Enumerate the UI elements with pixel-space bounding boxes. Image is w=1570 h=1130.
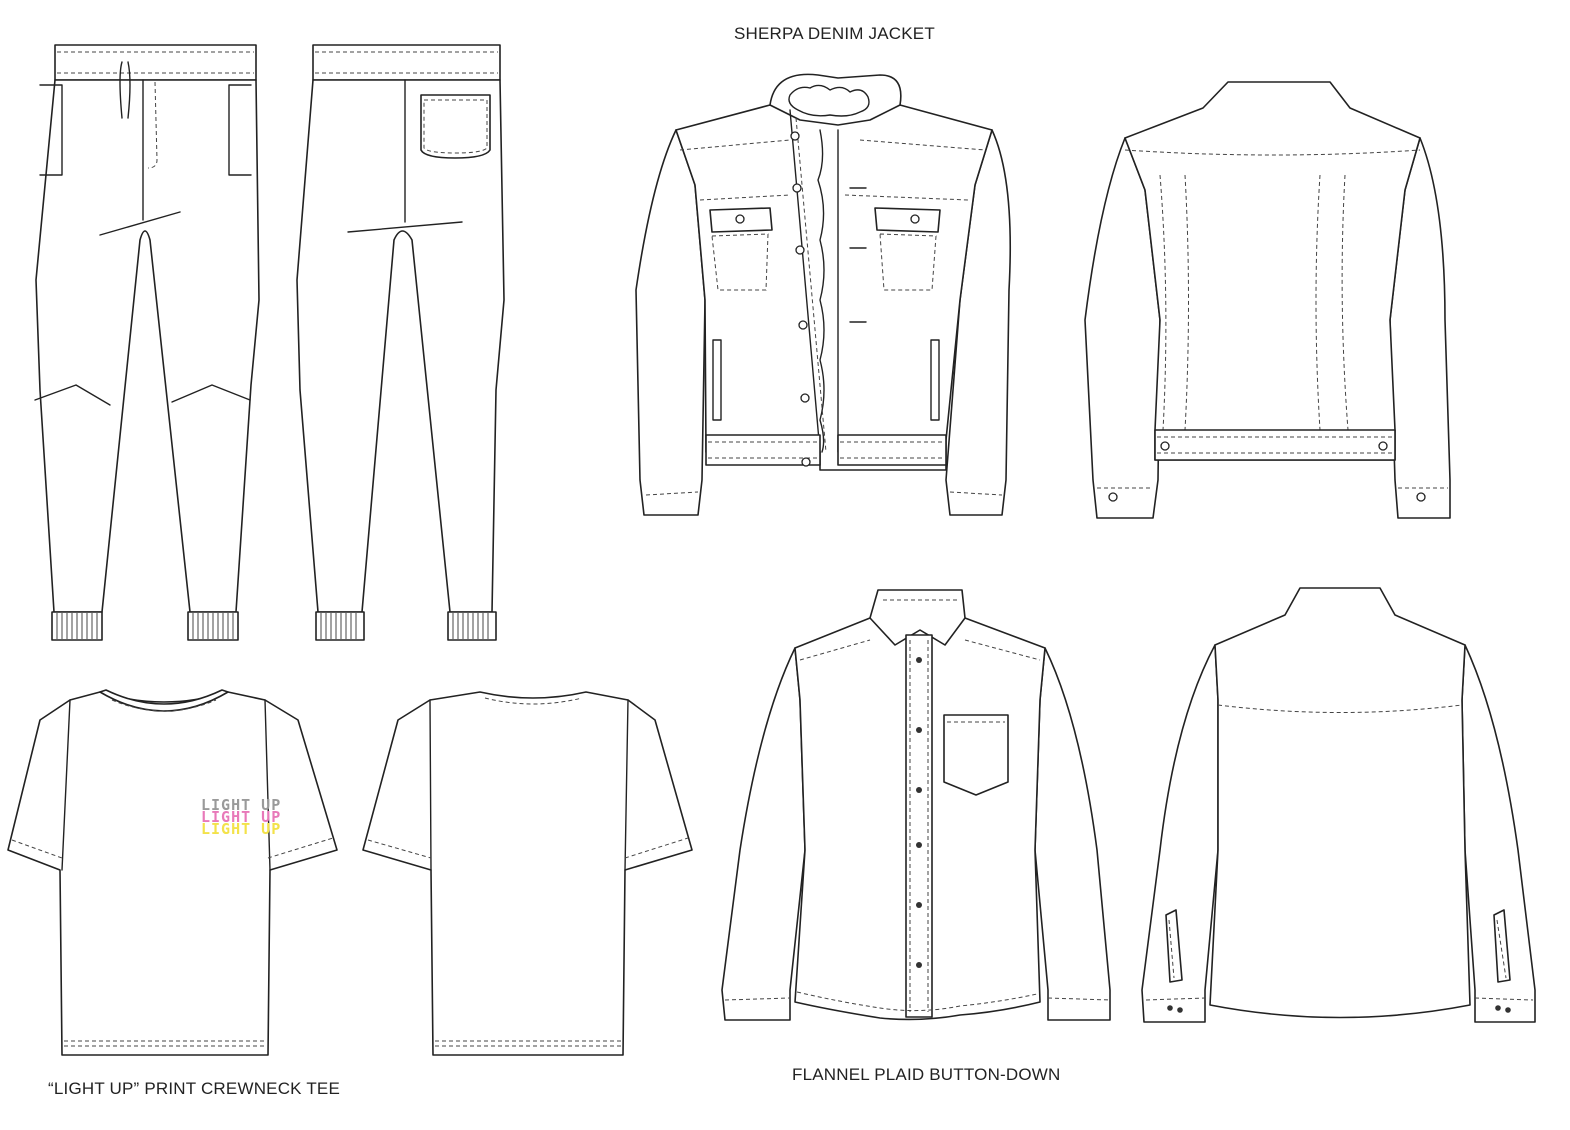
tee-front [7,689,338,1056]
jogger-front [34,44,260,641]
flannel-shirt-back [1141,587,1536,1023]
print-line-gray: LIGHT UP [201,796,281,814]
tee-back [362,691,693,1056]
sherpa-jacket-label: SHERPA DENIM JACKET [734,24,935,43]
jogger-back [296,44,505,641]
flannel-shirt-label: FLANNEL PLAID BUTTON-DOWN [792,1065,1061,1084]
sherpa-jacket-front [635,73,1012,516]
flannel-shirt-front [721,589,1111,1021]
print-line-pink: LIGHT UP [201,808,281,826]
sherpa-jacket-back [1084,81,1451,519]
crewneck-tee-label: “LIGHT UP” PRINT CREWNECK TEE [48,1079,341,1098]
light-up-print: LIGHT UP LIGHT UP LIGHT UP [201,796,281,838]
print-line-yellow: LIGHT UP [201,820,281,838]
